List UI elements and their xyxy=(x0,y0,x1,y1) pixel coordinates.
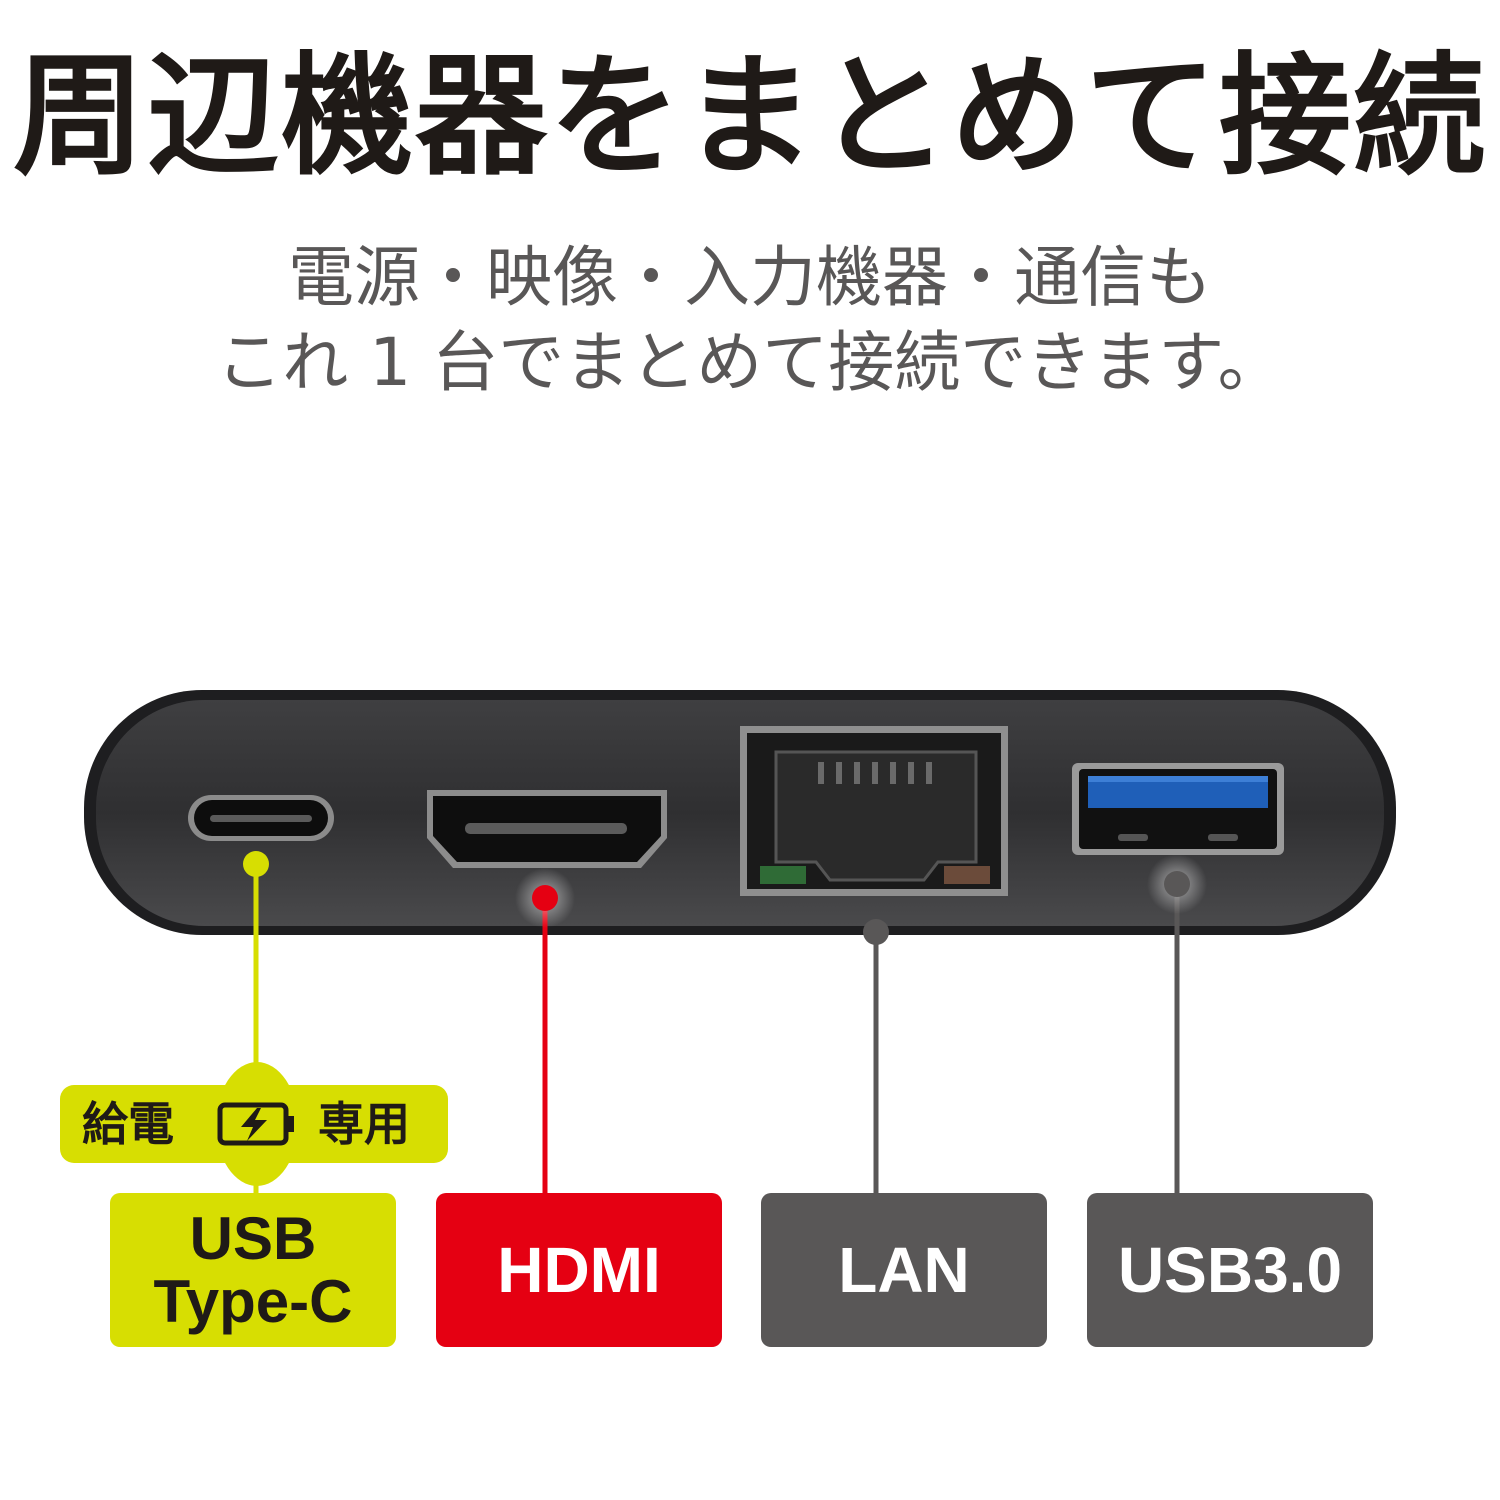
power-badge-label-left: 給電 xyxy=(82,1097,174,1151)
usb-3-port xyxy=(1072,763,1284,855)
usb-type-c-port xyxy=(188,795,334,841)
usb-type-c-label-line-1: USB xyxy=(189,1205,317,1272)
usb-type-c-label: USB Type-C xyxy=(110,1193,396,1347)
headline: 周辺機器をまとめて接続 xyxy=(13,40,1487,194)
hdmi-label: HDMI xyxy=(436,1193,722,1347)
lan-port xyxy=(740,726,1008,896)
lan-callout-dot xyxy=(863,919,889,945)
usb3-callout-dot xyxy=(1164,871,1190,897)
hdmi-port xyxy=(427,790,667,868)
power-badge-label-right: 専用 xyxy=(318,1097,410,1151)
usb-type-c-label-line-2: Type-C xyxy=(153,1268,353,1335)
battery-charging-icon xyxy=(217,1102,294,1146)
usb3-label: USB3.0 xyxy=(1087,1193,1373,1347)
subheadline-line-1: 電源・映像・入力機器・通信も xyxy=(288,239,1212,316)
subheadline-line-2: これ 1 台でまとめて接続できます。 xyxy=(216,324,1284,401)
hdmi-callout-dot xyxy=(532,885,558,911)
lan-label: LAN xyxy=(761,1193,1047,1347)
typec-callout-dot xyxy=(243,851,269,877)
